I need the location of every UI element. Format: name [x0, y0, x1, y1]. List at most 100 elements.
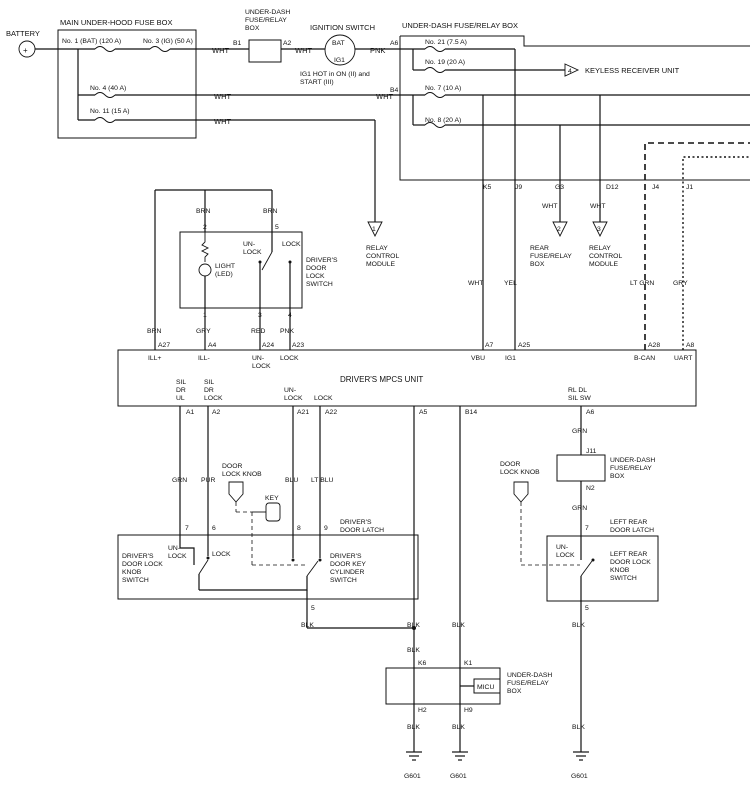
svg-text:No. 8 (20 A): No. 8 (20 A): [425, 117, 461, 124]
svg-text:MICU: MICU: [477, 684, 494, 691]
svg-text:G601: G601: [571, 773, 588, 780]
svg-text:LOCK: LOCK: [314, 395, 333, 402]
fuse-21-icon: [424, 46, 446, 52]
svg-text:BAT: BAT: [332, 40, 345, 47]
svg-text:BLK: BLK: [407, 647, 420, 654]
svg-text:KNOB: KNOB: [610, 567, 630, 574]
svg-text:LOCK: LOCK: [168, 553, 187, 560]
svg-text:ILL-: ILL-: [198, 355, 210, 362]
svg-text:A5: A5: [419, 409, 428, 416]
svg-text:BLK: BLK: [407, 724, 420, 731]
svg-text:GRN: GRN: [572, 428, 587, 435]
fuse-4-icon: [94, 92, 116, 98]
svg-text:LOCK: LOCK: [252, 363, 271, 370]
svg-text:UNDER-DASH FUSE/RELAY BOX: UNDER-DASH FUSE/RELAY BOX: [402, 21, 518, 30]
svg-text:UNDER-DASH: UNDER-DASH: [507, 672, 552, 679]
drivers-mpcs-unit: DRIVER'S MPCS UNIT A27 A4 A24 A23 A7 A25…: [117, 342, 697, 416]
svg-text:SIL: SIL: [176, 379, 186, 386]
switch-contact-icon: [261, 251, 273, 271]
svg-text:LOCK: LOCK: [243, 249, 262, 256]
svg-text:WHT: WHT: [376, 92, 393, 101]
svg-text:KNOB: KNOB: [122, 569, 142, 576]
svg-text:G601: G601: [450, 773, 467, 780]
svg-text:CYLINDER: CYLINDER: [330, 569, 364, 576]
ignition-switch-icon: [324, 34, 356, 66]
svg-text:A2: A2: [283, 40, 292, 47]
svg-text:LOCK: LOCK: [280, 355, 299, 362]
svg-text:7: 7: [185, 525, 189, 532]
svg-text:LIGHT: LIGHT: [215, 263, 235, 270]
svg-text:MODULE: MODULE: [589, 261, 619, 268]
svg-text:H2: H2: [418, 707, 427, 714]
connector-arrow-icon: [367, 221, 383, 238]
switch-contact-icon: [306, 560, 319, 577]
svg-text:DOOR: DOOR: [500, 461, 520, 468]
ground-icon: [452, 751, 468, 761]
svg-text:WHT: WHT: [468, 280, 483, 287]
svg-text:ILL+: ILL+: [148, 355, 161, 362]
svg-text:J1: J1: [686, 184, 693, 191]
fuse-7-icon: [424, 92, 446, 98]
svg-text:A6: A6: [586, 409, 595, 416]
svg-text:A21: A21: [297, 409, 309, 416]
fuse-4-label: No. 4 (40 A): [90, 85, 126, 92]
under-dash-box-micu: K6 K1 H2 H9 MICU UNDER-DASH FUSE/RELAY B…: [385, 660, 552, 714]
door-lock-knob-icon: [513, 481, 529, 503]
connector-arrow-icon: [564, 63, 580, 77]
svg-text:A2: A2: [212, 409, 221, 416]
under-dash-box-top: UNDER-DASH FUSE/RELAY BOX B1 A2: [233, 9, 292, 63]
svg-text:BLK: BLK: [572, 622, 585, 629]
svg-text:4: 4: [568, 68, 572, 75]
svg-text:SIL: SIL: [204, 379, 214, 386]
svg-text:6: 6: [212, 525, 216, 532]
svg-text:UNDER-DASH: UNDER-DASH: [610, 457, 655, 464]
svg-text:BLU: BLU: [285, 477, 298, 484]
svg-text:D12: D12: [606, 184, 619, 191]
svg-text:J9: J9: [515, 184, 522, 191]
svg-text:CONTROL: CONTROL: [589, 253, 622, 260]
ground-icon: [406, 751, 422, 761]
drivers-door-latch: DRIVER'S DOOR LATCH DOOR LOCK KNOB KEY 7…: [117, 463, 419, 628]
svg-text:SWITCH: SWITCH: [610, 575, 637, 582]
switch-contact-icon: [580, 560, 593, 577]
svg-text:LOCK: LOCK: [556, 552, 575, 559]
svg-text:A27: A27: [158, 342, 170, 349]
fuse-1-label: No. 1 (BAT) (120 A): [62, 38, 121, 45]
svg-text:DOOR LATCH: DOOR LATCH: [340, 527, 384, 534]
svg-text:No. 19 (20 A): No. 19 (20 A): [425, 59, 465, 66]
key-icon: [265, 502, 281, 522]
svg-text:BATTERY: BATTERY: [6, 29, 40, 38]
svg-text:LOCK: LOCK: [306, 273, 325, 280]
svg-text:YEL: YEL: [504, 280, 517, 287]
connector-arrow-icon: [592, 221, 608, 238]
svg-text:IG1 HOT in ON (II) and: IG1 HOT in ON (II) and: [300, 71, 370, 78]
svg-text:1: 1: [372, 226, 376, 233]
svg-text:SWITCH: SWITCH: [122, 577, 149, 584]
svg-text:FUSE/RELAY: FUSE/RELAY: [610, 465, 652, 472]
svg-text:A6: A6: [390, 40, 399, 47]
svg-text:B4: B4: [390, 87, 399, 94]
svg-text:WHT: WHT: [212, 46, 229, 55]
svg-text:9: 9: [324, 525, 328, 532]
switch-contact-icon: [198, 559, 209, 575]
svg-text:RELAY: RELAY: [366, 245, 388, 252]
svg-text:SWITCH: SWITCH: [330, 577, 357, 584]
svg-text:WHT: WHT: [590, 203, 605, 210]
svg-text:UN-: UN-: [284, 387, 296, 394]
svg-text:IG1: IG1: [334, 57, 345, 64]
svg-text:BLK: BLK: [301, 622, 314, 629]
svg-text:DOOR: DOOR: [306, 265, 326, 272]
svg-text:+: +: [23, 46, 28, 55]
svg-text:5: 5: [585, 605, 589, 612]
mpcs-title: DRIVER'S MPCS UNIT: [340, 375, 423, 384]
svg-text:UL: UL: [176, 395, 185, 402]
svg-text:2: 2: [203, 224, 207, 231]
svg-text:BOX: BOX: [530, 261, 545, 268]
svg-text:PNK: PNK: [370, 46, 385, 55]
drivers-door-lock-switch: BRN BRN 2 5 LIGHT (LED) UN- LOCK LOCK DR…: [147, 189, 338, 350]
svg-text:GRN: GRN: [172, 477, 187, 484]
svg-text:RL DL: RL DL: [568, 387, 587, 394]
ground-g601-2: G601: [450, 751, 468, 780]
ignition-switch: IGNITION SWITCH BAT IG1 IG1 HOT in ON (I…: [300, 23, 375, 86]
